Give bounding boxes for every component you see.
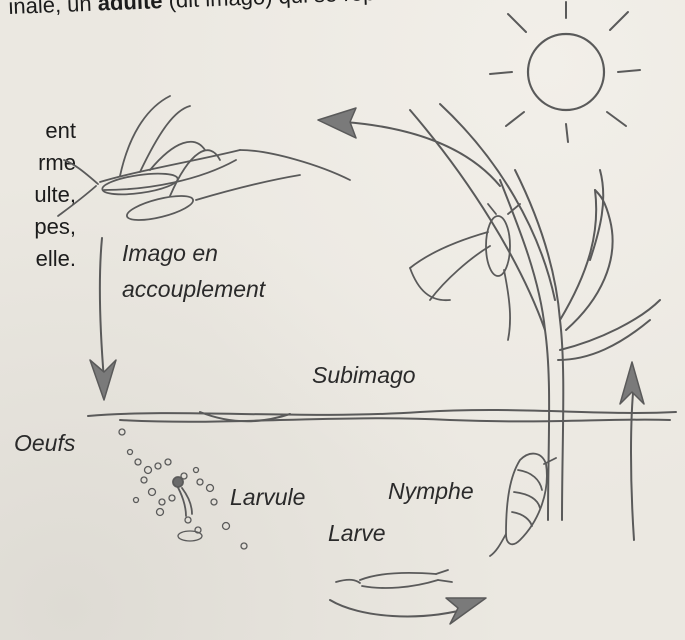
- larva-insect: [336, 570, 452, 588]
- label-larvule: Larvule: [230, 484, 305, 511]
- mating-imago-insects: [58, 96, 350, 225]
- arrow-up-to-plant: [620, 362, 644, 540]
- arrow-larve-to-nymph: [330, 598, 486, 624]
- subimago-insect: [410, 204, 520, 340]
- arrow-to-imago: [318, 108, 500, 186]
- label-subimago: Subimago: [312, 362, 416, 389]
- label-nymphe: Nymphe: [388, 478, 474, 505]
- larvule-insect: [173, 477, 192, 516]
- sun-icon: [490, 2, 640, 142]
- nymph-insect: [490, 454, 556, 556]
- label-oeufs: Oeufs: [14, 430, 75, 457]
- label-imago-line2: accouplement: [122, 276, 265, 303]
- water-plant: [410, 104, 660, 520]
- label-larve: Larve: [328, 520, 386, 547]
- water-surface: [88, 410, 676, 422]
- label-imago-line1: Imago en: [122, 240, 218, 267]
- arrow-to-eggs: [90, 238, 116, 400]
